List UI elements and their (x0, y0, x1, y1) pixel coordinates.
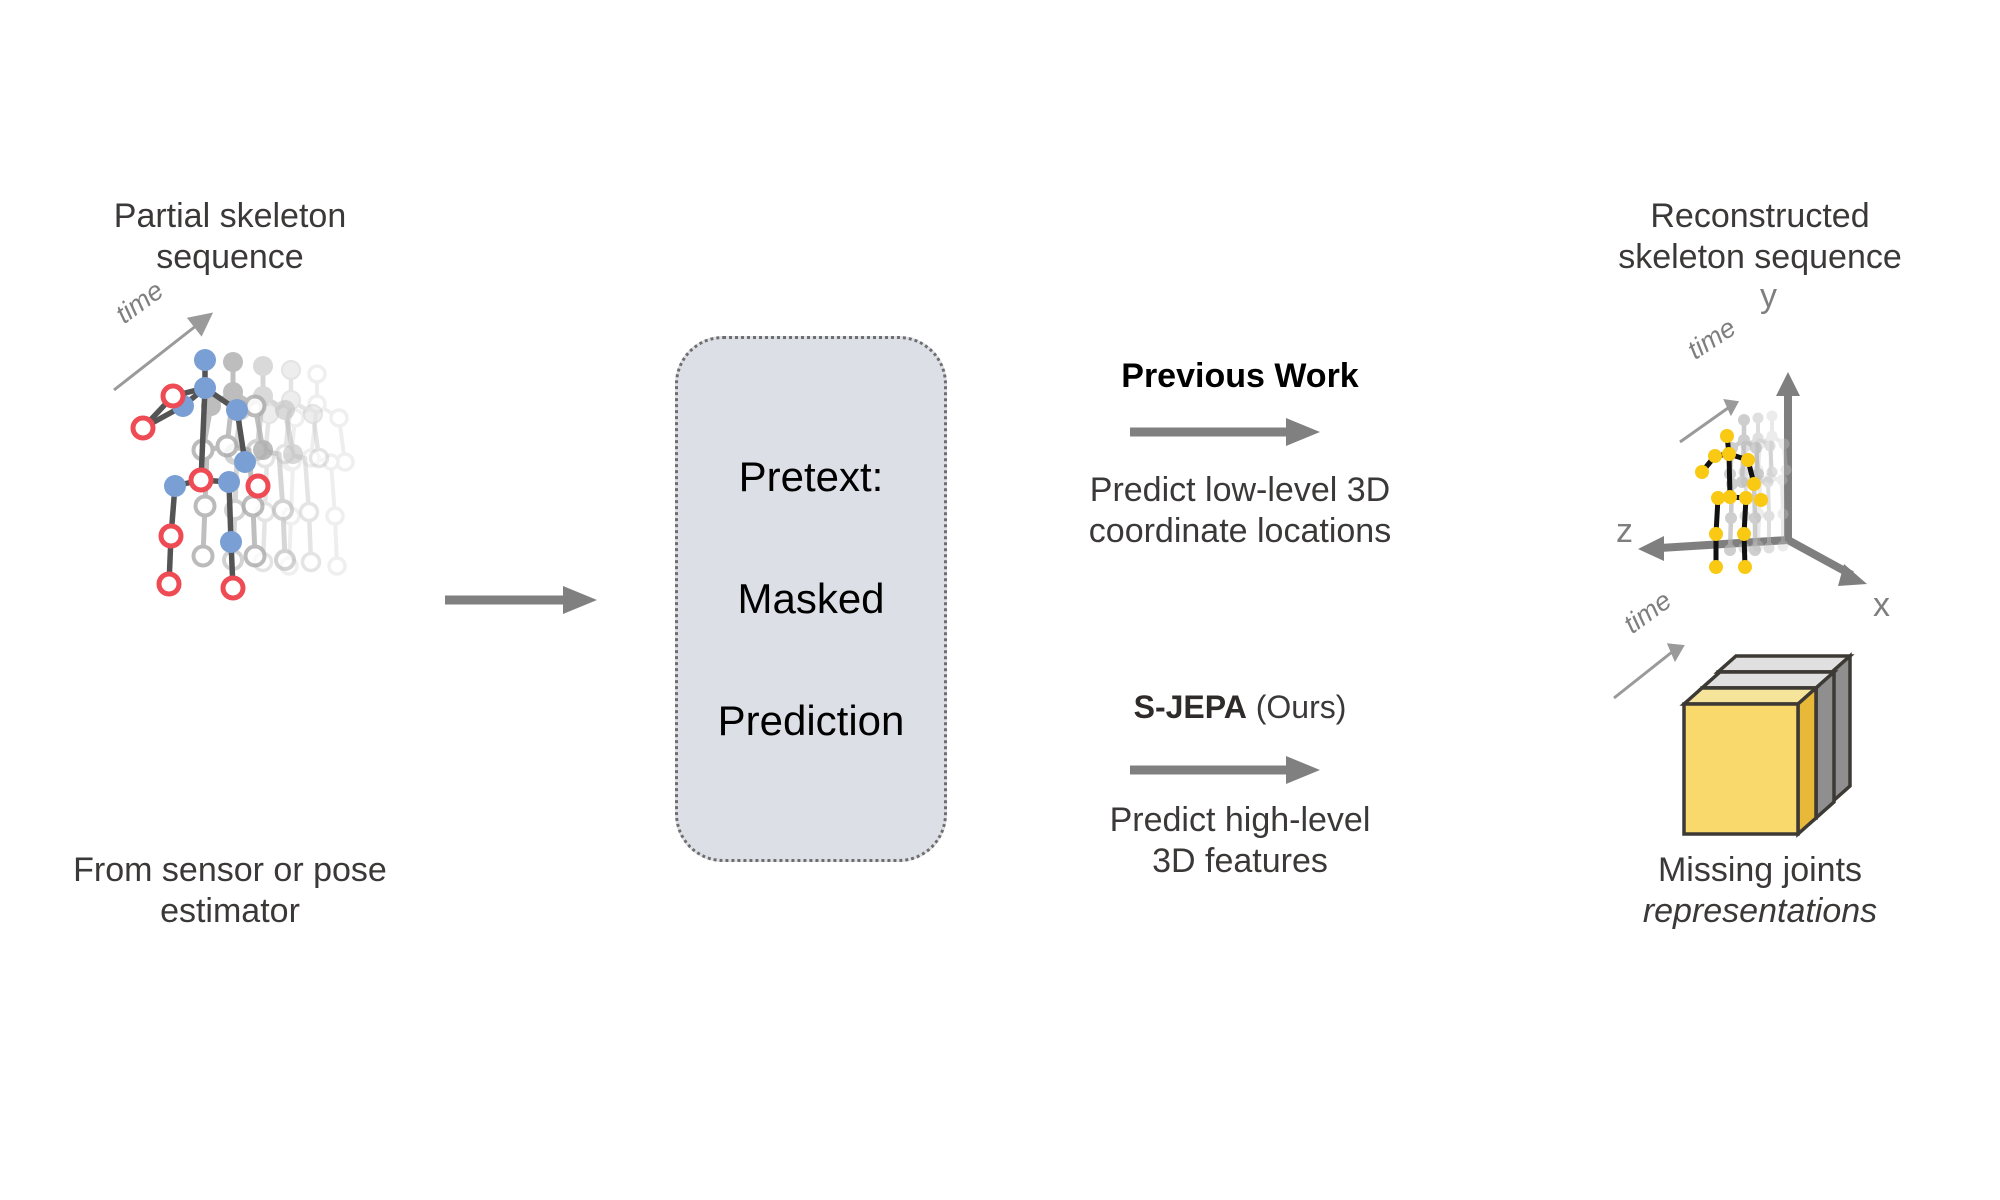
axis-label-z: z (1616, 512, 1633, 550)
sjepa-desc-line1: Predict high-level (1109, 801, 1371, 839)
right-arrow-icon (1130, 418, 1320, 446)
previous-work-description: Predict low-level 3D coordinate location… (1030, 470, 1450, 553)
recon-line1: Reconstructed (1650, 197, 1870, 235)
sjepa-desc-line2: 3D features (1152, 842, 1328, 881)
stacked-cards-svg (1613, 643, 1855, 838)
diagonal-arrow-icon (1679, 398, 1740, 444)
reconstructed-skeleton-3d (1620, 350, 1910, 610)
footer-line2: estimator (160, 892, 300, 931)
missing-caption-line2: representations (1642, 892, 1878, 931)
axis-lines (1638, 372, 1867, 586)
missing-caption-line1: Missing joints (1657, 851, 1863, 889)
front-reconstructed-skeleton (1695, 429, 1768, 574)
missing-joints-caption: Missing joints representations (1560, 850, 1960, 933)
recon-line2: skeleton sequence (1618, 238, 1902, 277)
sjepa-heading: S-JEPA (Ours) (1040, 688, 1440, 727)
footer-line1: From sensor or pose (73, 851, 387, 889)
partial-skeleton-sequence (95, 330, 385, 630)
sjepa-description: Predict high-level 3D features (1030, 800, 1450, 883)
front-frame-masked (130, 349, 271, 601)
sjepa-bold-part: S-JEPA (1133, 689, 1247, 725)
axis-label-x: x (1873, 586, 1890, 624)
masked-joints (130, 383, 271, 601)
visible-joints (164, 349, 256, 553)
reconstructed-caption: Reconstructed skeleton sequence (1560, 196, 1960, 279)
ghost-frame-2 (191, 352, 273, 568)
caption-line2: sequence (156, 238, 304, 277)
pretext-line-3: Prediction (717, 697, 905, 744)
reconstructed-joints (1695, 429, 1768, 574)
main-flow-arrow (445, 578, 605, 622)
missing-joint-representation-cards (1600, 630, 1920, 860)
card-front-yellow (1679, 684, 1821, 838)
partial-skeleton-caption: Partial skeleton sequence (40, 196, 420, 279)
pretext-task-box: Pretext: Masked Prediction (675, 336, 947, 862)
diagonal-arrow-icon (1613, 643, 1685, 700)
right-arrow-icon (445, 586, 597, 614)
sensor-source-caption: From sensor or pose estimator (30, 850, 430, 933)
pretext-line-1: Pretext: (738, 453, 884, 500)
diagonal-arrow-icon (113, 312, 214, 392)
axis-label-y: y (1760, 277, 1777, 315)
axes-and-skeleton-svg (1638, 372, 1867, 586)
pretext-line-2: Masked (737, 575, 885, 622)
prev-desc-line2: coordinate locations (1088, 512, 1392, 551)
right-arrow-icon (1130, 756, 1320, 784)
sjepa-heading-rest: (Ours) (1246, 689, 1347, 725)
previous-work-arrow (1130, 410, 1330, 454)
caption-accent-word: Partial (113, 197, 211, 235)
caption-line1-rest: skeleton (210, 197, 347, 235)
sjepa-arrow (1130, 748, 1330, 792)
ghost-frame-4 (252, 360, 330, 573)
previous-work-heading: Previous Work (1121, 357, 1359, 395)
left-time-arrow-group (106, 300, 236, 400)
prev-desc-line1: Predict low-level 3D (1089, 471, 1391, 509)
skeleton-frames-svg (130, 349, 355, 601)
